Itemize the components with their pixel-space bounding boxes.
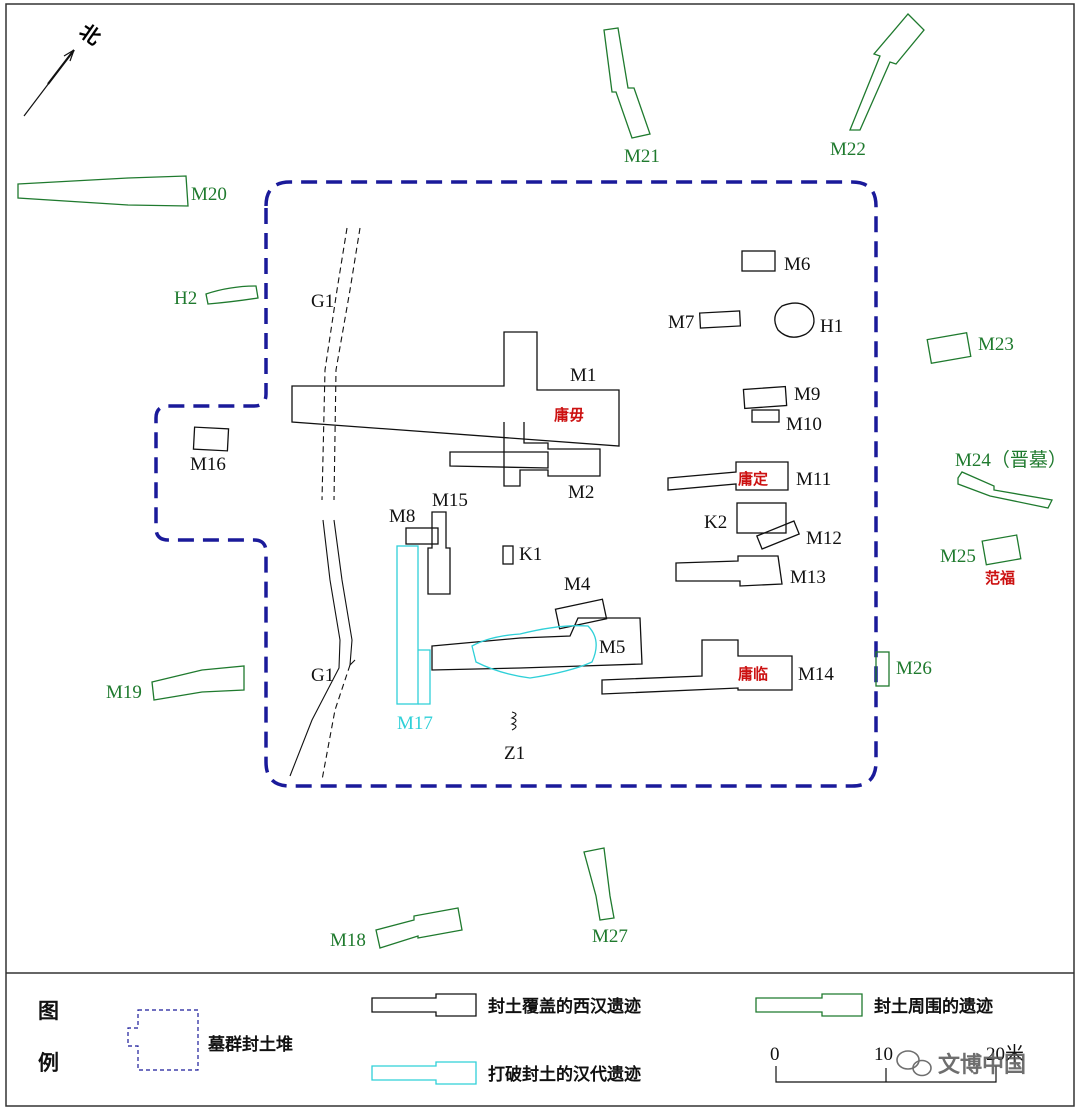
tomb-M7 bbox=[698, 310, 742, 329]
label-Z1: Z1 bbox=[504, 743, 525, 764]
legend-title-1: 图 bbox=[38, 999, 59, 1023]
tomb-M5 bbox=[431, 617, 643, 671]
tomb-M21 bbox=[603, 27, 651, 139]
label-M21: M21 bbox=[624, 146, 660, 167]
pit-K1 bbox=[502, 545, 514, 565]
label-H1: H1 bbox=[820, 316, 843, 337]
label-M20: M20 bbox=[191, 184, 227, 205]
label-M1: M1 bbox=[570, 365, 596, 386]
tomb-M11 bbox=[667, 461, 789, 491]
tomb-M8 bbox=[405, 527, 439, 545]
label-K2: K2 bbox=[704, 512, 727, 533]
ditch-G1 bbox=[289, 227, 361, 781]
legend-western-han-text: 封土覆盖的西汉遗迹 bbox=[488, 996, 641, 1017]
tomb-M15 bbox=[427, 511, 451, 595]
tomb-M14 bbox=[601, 639, 793, 695]
label-M9: M9 bbox=[794, 384, 820, 405]
pit-H2 bbox=[205, 285, 259, 305]
legend-mound-text: 墓群封土堆 bbox=[207, 1034, 293, 1055]
label-M14: M14 bbox=[798, 664, 834, 685]
label-M17: M17 bbox=[397, 713, 433, 734]
tomb-M25 bbox=[981, 534, 1022, 566]
label-M12: M12 bbox=[806, 528, 842, 549]
map-frame bbox=[5, 3, 1075, 1107]
tomb-M16 bbox=[192, 426, 230, 452]
label-M10: M10 bbox=[786, 414, 822, 435]
label-M24: M24（晋墓） bbox=[955, 449, 1067, 471]
tomb-M2 bbox=[503, 422, 601, 487]
tomb-M23 bbox=[926, 331, 972, 365]
label-M16: M16 bbox=[190, 454, 226, 475]
scale-0: 0 bbox=[770, 1044, 780, 1065]
label-H2: H2 bbox=[174, 288, 197, 309]
label-M19: M19 bbox=[106, 682, 142, 703]
legend-surrounding-text: 封土周围的遗迹 bbox=[874, 996, 993, 1017]
tomb-M6 bbox=[741, 250, 776, 272]
label-M13: M13 bbox=[790, 567, 826, 588]
tomb-M27 bbox=[583, 847, 615, 921]
name-M1: 庸毋 bbox=[554, 406, 584, 424]
tomb-M1 bbox=[291, 331, 620, 447]
name-M11: 庸定 bbox=[738, 470, 768, 488]
legend-mound-icon bbox=[127, 1009, 199, 1071]
tomb-M4 bbox=[554, 598, 608, 630]
pit-K2 bbox=[736, 502, 787, 534]
tomb-M17 bbox=[396, 545, 597, 705]
north-arrow-icon bbox=[23, 49, 75, 117]
tomb-M22 bbox=[849, 13, 925, 131]
label-M22: M22 bbox=[830, 139, 866, 160]
pit-H1 bbox=[774, 302, 815, 338]
label-M4: M4 bbox=[564, 574, 591, 595]
label-M11: M11 bbox=[796, 469, 831, 490]
watermark: 文博中国 bbox=[896, 1050, 1026, 1078]
tomb-M13 bbox=[675, 555, 783, 587]
legend-han-breaking-text: 打破封土的汉代遗迹 bbox=[488, 1064, 641, 1085]
tomb-M19 bbox=[151, 665, 245, 701]
label-M26: M26 bbox=[896, 658, 932, 679]
scale-20: 20米 bbox=[986, 1043, 1024, 1065]
tomb-M20 bbox=[17, 175, 189, 207]
mound-outline bbox=[154, 180, 878, 788]
tomb-M26 bbox=[875, 651, 890, 687]
chat-bubble-icon bbox=[896, 1050, 932, 1077]
north-label: 北 bbox=[75, 19, 105, 50]
legend-surrounding-icon bbox=[755, 993, 863, 1017]
label-G1-top: G1 bbox=[311, 291, 334, 312]
watermark-text: 文博中国 bbox=[938, 1052, 1026, 1078]
legend-western-han-icon bbox=[371, 993, 477, 1017]
legend-title-2: 例 bbox=[38, 1051, 59, 1075]
label-M18: M18 bbox=[330, 930, 366, 951]
label-G1-bottom: G1 bbox=[311, 665, 334, 686]
label-M5: M5 bbox=[599, 637, 625, 658]
label-M8: M8 bbox=[389, 506, 415, 527]
label-M27: M27 bbox=[592, 926, 628, 947]
tomb-M10 bbox=[751, 409, 780, 423]
kiln-Z1 bbox=[510, 711, 517, 731]
label-M6: M6 bbox=[784, 254, 810, 275]
legend-han-breaking-icon bbox=[371, 1061, 477, 1085]
scale-bar bbox=[775, 1066, 997, 1083]
label-K1: K1 bbox=[519, 544, 542, 565]
tomb-M18 bbox=[375, 907, 463, 949]
label-M7: M7 bbox=[668, 312, 694, 333]
tomb-M24 bbox=[957, 471, 1053, 509]
name-M14: 庸临 bbox=[738, 665, 768, 683]
tomb-M2-ramp bbox=[449, 451, 549, 469]
name-M25: 范福 bbox=[985, 569, 1015, 587]
label-M15: M15 bbox=[432, 490, 468, 511]
tomb-M9 bbox=[742, 385, 788, 410]
label-M2: M2 bbox=[568, 482, 594, 503]
label-M25: M25 bbox=[940, 546, 976, 567]
scale-10: 10 bbox=[874, 1044, 893, 1065]
tomb-M12 bbox=[755, 520, 801, 550]
label-M23: M23 bbox=[978, 334, 1014, 355]
